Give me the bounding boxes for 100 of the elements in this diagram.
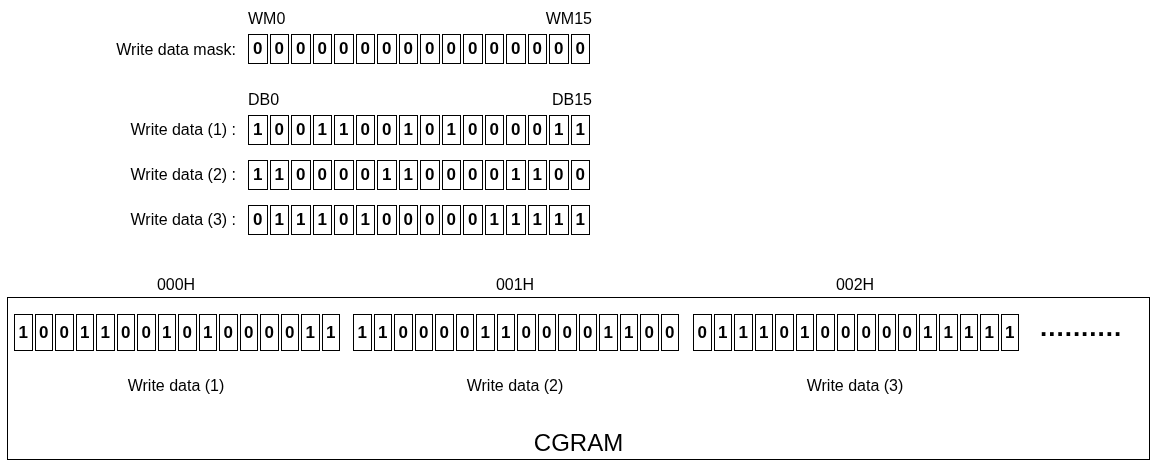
bit-cell: 1 [619,314,638,351]
bit-cell: 0 [219,314,238,351]
bit-cell: 1 [527,205,547,235]
bit-cell: 0 [570,160,590,190]
bit-cell: 1 [476,314,495,351]
bit-cell: 0 [377,115,397,145]
bit-cell: 1 [377,160,397,190]
bit-cell: 0 [355,115,375,145]
bit-cell: 0 [420,205,440,235]
row-label: Write data (3) : [130,211,236,229]
bit-cell: 0 [549,160,569,190]
bit-cell: 1 [398,115,418,145]
bit-label: WM15 [545,10,592,28]
bit-cell: 0 [116,314,135,351]
bit-cell: 0 [660,314,679,351]
bit-cell: 0 [34,314,53,351]
row-label: Write data (2) : [130,166,236,184]
address-label: 002H [835,276,875,294]
bit-cell: 1 [75,314,94,351]
bit-cell: 1 [96,314,115,351]
bit-cell: 0 [291,160,311,190]
bit-cell: 0 [484,34,504,64]
bit-label: WM0 [248,10,286,28]
bit-cell: 1 [321,314,340,351]
bit-cell: 0 [420,115,440,145]
bit-cell: 0 [441,205,461,235]
bit-cell: 0 [570,34,590,64]
bit-cell: 0 [334,205,354,235]
bit-cell: 0 [640,314,659,351]
bit-cell: 1 [355,205,375,235]
bit-cell: 0 [506,34,526,64]
bit-cell: 1 [1000,314,1019,351]
bit-cell: 0 [463,34,483,64]
bit-cell: 0 [269,34,289,64]
bit-cell: 1 [269,205,289,235]
bit-cell: 0 [248,34,268,64]
bit-cell: 0 [484,115,504,145]
bit-cell: 0 [578,314,597,351]
word-caption: Write data (3) [806,377,904,395]
bit-cell: 0 [441,160,461,190]
bit-cell: 0 [269,115,289,145]
bit-cell: 0 [455,314,474,351]
bit-cell: 0 [280,314,299,351]
bit-cell: 0 [857,314,876,351]
memory-box [7,297,1150,460]
bit-cell: 0 [248,205,268,235]
word-caption: Write data (2) [466,377,564,395]
bit-label: DB15 [551,91,592,109]
bit-cell: 1 [549,115,569,145]
bit-cell: 0 [394,314,413,351]
address-label: 001H [495,276,535,294]
bit-cell: 1 [334,115,354,145]
bit-cell: 1 [441,115,461,145]
bit-cell: 0 [836,314,855,351]
bit-cell: 1 [198,314,217,351]
bit-cell: 0 [463,160,483,190]
bit-cell: 1 [570,115,590,145]
bit-cell: 1 [939,314,958,351]
bit-cell: 0 [334,34,354,64]
bit-cell: 0 [816,314,835,351]
bit-cell: 0 [517,314,536,351]
bit-cell: 1 [353,314,372,351]
bit-cell: 1 [291,205,311,235]
bit-cell: 0 [435,314,454,351]
bit-cell: 1 [157,314,176,351]
bit-cell: 0 [420,34,440,64]
bit-cell: 0 [291,115,311,145]
bit-cell: 1 [506,205,526,235]
bit-cell: 1 [14,314,33,351]
bit-cell: 1 [248,115,268,145]
bit-cell: 1 [795,314,814,351]
bit-cell: 0 [549,34,569,64]
bit-cell: 0 [55,314,74,351]
bit-cell: 1 [398,160,418,190]
bit-cell: 0 [398,34,418,64]
bit-cell: 1 [734,314,753,351]
bit-cell: 0 [441,34,461,64]
bit-cell: 0 [537,314,556,351]
bit-cell: 0 [898,314,917,351]
bit-cell: 0 [137,314,156,351]
bit-cell: 1 [980,314,999,351]
bit-cell: 1 [484,205,504,235]
bit-cell: 0 [334,160,354,190]
bit-cell: 0 [377,205,397,235]
bit-cell: 1 [599,314,618,351]
bit-cell: 1 [754,314,773,351]
bit-cell: 0 [506,115,526,145]
row-label: Write data mask: [116,41,236,59]
bit-cell: 1 [373,314,392,351]
memory-title: CGRAM [533,429,624,457]
bit-cell: 1 [506,160,526,190]
bit-cell: 0 [377,34,397,64]
ellipsis-dots: .......... [1040,312,1123,343]
bit-cell: 0 [414,314,433,351]
word-caption: Write data (1) [127,377,225,395]
bit-cell: 1 [496,314,515,351]
bit-cell: 0 [463,115,483,145]
bit-cell: 0 [239,314,258,351]
bit-cell: 0 [398,205,418,235]
bit-cell: 0 [558,314,577,351]
